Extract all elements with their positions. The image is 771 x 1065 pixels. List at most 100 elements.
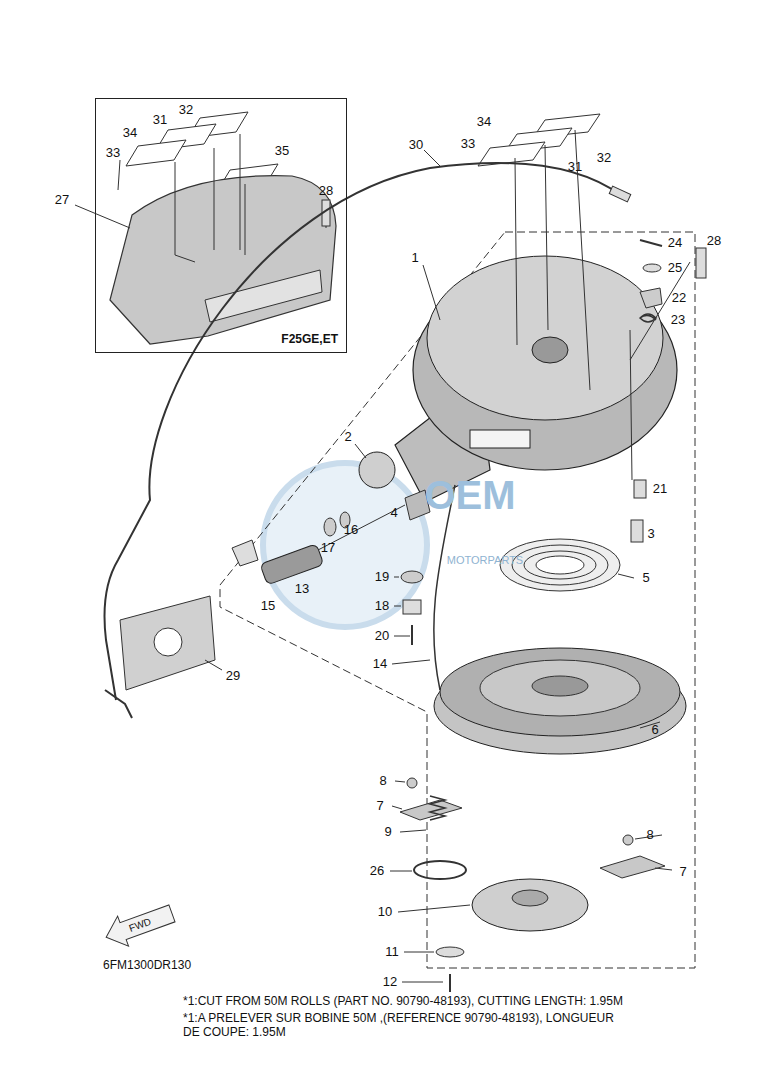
callout-number: 20	[375, 629, 389, 644]
illustration-part	[515, 158, 517, 345]
illustration-part	[402, 982, 443, 983]
watermark: OEM	[424, 472, 515, 518]
callout-number: 4	[390, 506, 397, 521]
callout-number: 35	[275, 144, 289, 159]
callout-number: 7	[376, 799, 383, 814]
callout-number: 3	[647, 527, 654, 542]
illustration-part	[175, 162, 195, 262]
illustration-part	[355, 130, 590, 458]
illustration-part	[436, 947, 464, 957]
illustration-part	[245, 184, 246, 255]
illustration-part	[390, 871, 412, 872]
illustration-part	[600, 856, 665, 878]
illustration-part	[118, 160, 120, 190]
illustration-part	[532, 337, 568, 363]
illustration-part	[400, 830, 426, 832]
illustration-part	[154, 628, 182, 656]
illustration-part	[392, 806, 402, 809]
callout-number: 32	[179, 103, 193, 118]
illustration-part	[260, 544, 324, 585]
callout-number: 32	[597, 151, 611, 166]
callout-number: 2	[344, 430, 351, 445]
illustration-part	[404, 952, 434, 953]
illustration-part	[105, 690, 132, 718]
illustration-part	[260, 544, 324, 585]
illustration-part	[403, 600, 421, 614]
illustration-part	[101, 898, 178, 952]
callout-number: 14	[373, 657, 387, 672]
callout-number: 29	[226, 669, 240, 684]
callout-number: 8	[379, 774, 386, 789]
callout-number: 16	[344, 523, 358, 538]
illustration-part	[545, 145, 548, 330]
illustration-part	[205, 660, 222, 670]
illustration-part	[470, 430, 530, 448]
callout-number: 6	[651, 723, 658, 738]
callout-number: 33	[461, 137, 475, 152]
illustration-part	[623, 835, 633, 845]
illustration-part	[427, 256, 663, 420]
illustration-part	[392, 660, 430, 664]
illustration-part	[394, 606, 401, 607]
callout-number: 30	[409, 138, 423, 153]
diagram-code: 6FM1300DR130	[103, 959, 191, 973]
callout-number: 33	[106, 146, 120, 161]
callout-number: 7	[679, 865, 686, 880]
callout-number: 1	[411, 251, 418, 266]
footnote: *1:CUT FROM 50M ROLLS (PART NO. 90790-48…	[183, 995, 623, 1009]
callout-number: 28	[319, 184, 333, 199]
callout-number: 12	[383, 975, 397, 990]
callout-number: 18	[375, 599, 389, 614]
callout-number: 5	[642, 571, 649, 586]
illustration-part	[398, 905, 470, 912]
illustration-part	[101, 898, 178, 952]
illustration-part	[524, 551, 596, 579]
callout-number: 9	[384, 825, 391, 840]
illustration-part	[240, 134, 241, 250]
illustration-part	[75, 205, 130, 228]
callout-number: 34	[123, 126, 137, 141]
callout-number: 31	[568, 160, 582, 175]
illustration-part	[401, 571, 423, 583]
watermark: MOTORPARTS	[447, 554, 523, 567]
illustration-part	[120, 596, 215, 690]
illustration-part	[512, 545, 608, 585]
illustration-part	[631, 520, 643, 542]
illustration-part	[110, 176, 336, 344]
illustration-part	[630, 262, 690, 360]
illustration-part	[390, 574, 672, 982]
illustration-part	[355, 444, 366, 458]
callout-number: 11	[385, 945, 399, 960]
illustration-part	[232, 540, 258, 566]
illustration-part	[472, 879, 588, 931]
callout-number: 19	[375, 570, 389, 585]
callout-number: 8	[646, 828, 653, 843]
illustration-part	[630, 330, 632, 480]
callout-number: 34	[477, 115, 491, 130]
illustration-part	[536, 556, 584, 574]
illustration-part	[478, 114, 600, 166]
callout-number: 28	[707, 234, 721, 249]
illustration-part	[394, 577, 399, 578]
illustration-part	[430, 796, 445, 820]
illustration-part	[411, 625, 413, 645]
illustration-part	[512, 890, 548, 906]
callout-number: 10	[378, 905, 392, 920]
illustration-part	[395, 781, 405, 782]
illustration-part	[220, 232, 695, 968]
callout-number: 31	[153, 113, 167, 128]
footnote: *1:A PRELEVER SUR BOBINE 50M ,(REFERENCE…	[183, 1012, 623, 1040]
illustration-part	[480, 660, 640, 716]
illustration-part	[655, 868, 672, 870]
illustration-part	[126, 140, 186, 166]
illustration-part	[634, 480, 646, 498]
illustration-part	[205, 270, 322, 322]
illustration-part	[696, 248, 706, 278]
illustration-part	[414, 861, 466, 879]
illustration-part	[359, 452, 395, 488]
callout-number: 27	[55, 193, 69, 208]
illustration-part	[640, 240, 662, 246]
illustration-part	[214, 148, 215, 250]
callout-number: 17	[321, 541, 335, 556]
illustration-part	[407, 778, 417, 788]
